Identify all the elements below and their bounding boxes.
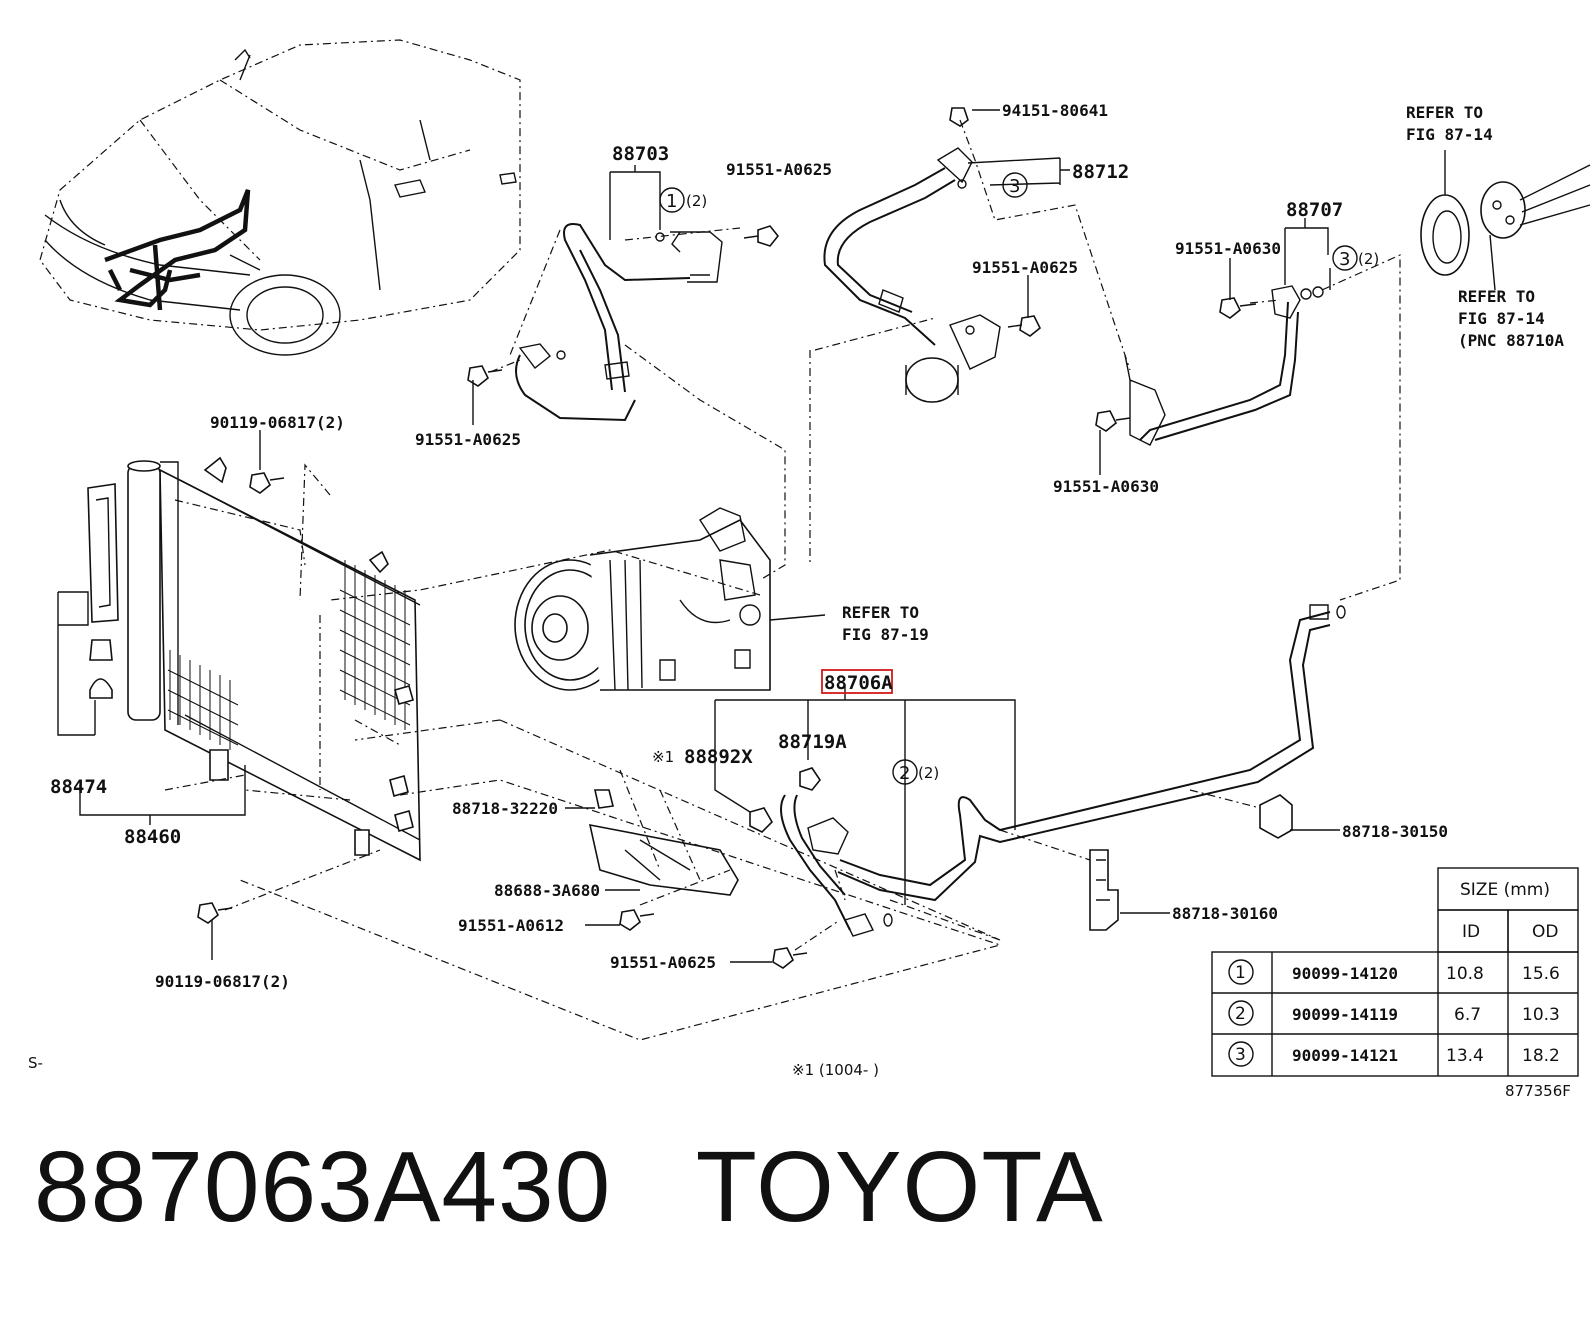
refer-fig-label: FIG 87-14 — [1406, 125, 1493, 144]
bolt-icon — [619, 909, 655, 931]
label-90119-06817: 90119-06817(2) — [210, 413, 345, 432]
footnote: ※1 (1004- ) — [792, 1061, 879, 1079]
bolt-icon — [743, 225, 780, 247]
hose-88712 — [823, 147, 1001, 403]
size-table: SIZE (mm) ID OD 1 90099-14120 10.8 15.6 … — [1211, 867, 1579, 1077]
label-91551-a0630: 91551-A0630 — [1175, 239, 1281, 258]
label-91551-a0625: 91551-A0625 — [610, 953, 716, 972]
caption-part-number: 887063A430 — [34, 1131, 612, 1243]
highlight-box — [821, 669, 893, 694]
label-91551-a0630: 91551-A0630 — [1053, 477, 1159, 496]
filter-88474 — [87, 483, 119, 699]
note-mark: ※1 — [652, 748, 674, 766]
bolt-icon — [1007, 315, 1042, 337]
s-mark: S- — [28, 1054, 43, 1072]
table-id: 10.8 — [1446, 964, 1484, 984]
refer-pnc-label: (PNC 88710A — [1458, 331, 1564, 350]
bolt-icon — [249, 472, 285, 494]
part-labels: 88703 91551-A0625 94151-80641 88712 REFE… — [28, 101, 1571, 1100]
table-row: 3 90099-14121 13.4 18.2 — [1228, 1041, 1560, 1067]
hose-88707 — [1124, 285, 1324, 446]
callout-3: 3 — [1009, 176, 1020, 197]
refer-to-label: REFER TO — [1458, 287, 1535, 306]
label-91551-a0625: 91551-A0625 — [726, 160, 832, 179]
label-94151-80641: 94151-80641 — [1002, 101, 1108, 120]
label-88718-30150: 88718-30150 — [1342, 822, 1448, 841]
table-row: 1 90099-14120 10.8 15.6 — [1228, 959, 1560, 985]
table-id: 6.7 — [1454, 1005, 1481, 1025]
table-ref: 3 — [1235, 1045, 1246, 1065]
table-id-header: ID — [1462, 922, 1480, 942]
callout-1: 1 — [666, 191, 677, 212]
label-88718-32220: 88718-32220 — [452, 799, 558, 818]
label-88706a: 88706A — [824, 672, 893, 694]
qty-label: (2) — [686, 192, 707, 210]
hose-88703 — [515, 223, 723, 422]
condenser-88460 — [127, 456, 421, 862]
callout-circles: 1 (2) 3 3 (2) 2 (2) — [659, 172, 1379, 785]
figure-id: 877356F — [1505, 1082, 1571, 1100]
clamps-right — [1089, 794, 1293, 931]
label-88719a: 88719A — [778, 731, 847, 753]
bolt-icon — [1095, 410, 1131, 432]
bolt-icon — [1219, 297, 1257, 319]
refer-fig-label: FIG 87-19 — [842, 625, 929, 644]
table-od: 15.6 — [1522, 964, 1560, 984]
refer-to-label: REFER TO — [842, 603, 919, 622]
table-od: 18.2 — [1522, 1046, 1560, 1066]
label-88707: 88707 — [1286, 199, 1343, 221]
label-88703: 88703 — [612, 143, 669, 165]
label-88712: 88712 — [1072, 161, 1129, 183]
qty-label: (2) — [918, 764, 939, 782]
table-ref: 1 — [1235, 963, 1246, 983]
dashed-guides — [224, 119, 1401, 1041]
vehicle-outline — [39, 39, 521, 356]
table-od: 10.3 — [1522, 1005, 1560, 1025]
clutch-parts — [1420, 164, 1591, 276]
label-88460: 88460 — [124, 826, 181, 848]
tube-88706a — [749, 604, 1346, 937]
table-part: 90099-14120 — [1292, 964, 1398, 983]
label-90119-06817: 90119-06817(2) — [155, 972, 290, 991]
bolts — [197, 107, 1257, 969]
table-id: 13.4 — [1446, 1046, 1484, 1066]
parts-diagram: 1 (2) 3 3 (2) 2 (2) 88703 91551-A0625 94… — [28, 39, 1591, 1100]
callout-3: 3 — [1339, 249, 1350, 270]
caption-brand: TOYOTA — [695, 1131, 1104, 1243]
bolt-icon — [772, 947, 808, 969]
label-91551-a0625: 91551-A0625 — [972, 258, 1078, 277]
leader-lines — [57, 109, 1496, 963]
refer-to-label: REFER TO — [1406, 103, 1483, 122]
table-size-header: SIZE (mm) — [1460, 880, 1550, 900]
label-88892x: 88892X — [684, 746, 753, 768]
table-ref: 2 — [1235, 1004, 1246, 1024]
label-91551-a0625: 91551-A0625 — [415, 430, 521, 449]
caption: 887063A430 TOYOTA — [34, 1130, 1104, 1245]
bolt-icon — [197, 902, 233, 924]
table-od-header: OD — [1532, 922, 1558, 942]
callout-2: 2 — [899, 763, 910, 784]
label-88718-30160: 88718-30160 — [1172, 904, 1278, 923]
table-part: 90099-14121 — [1292, 1046, 1398, 1065]
bolt-icon — [949, 107, 969, 127]
table-row: 2 90099-14119 6.7 10.3 — [1228, 1000, 1560, 1026]
label-88688-3a680: 88688-3A680 — [494, 881, 600, 900]
label-88474: 88474 — [50, 776, 107, 798]
refer-fig-label: FIG 87-14 — [1458, 309, 1545, 328]
label-91551-a0612: 91551-A0612 — [458, 916, 564, 935]
table-part: 90099-14119 — [1292, 1005, 1398, 1024]
bracket-88688 — [588, 789, 739, 896]
qty-label: (2) — [1358, 250, 1379, 268]
compressor — [514, 507, 771, 691]
